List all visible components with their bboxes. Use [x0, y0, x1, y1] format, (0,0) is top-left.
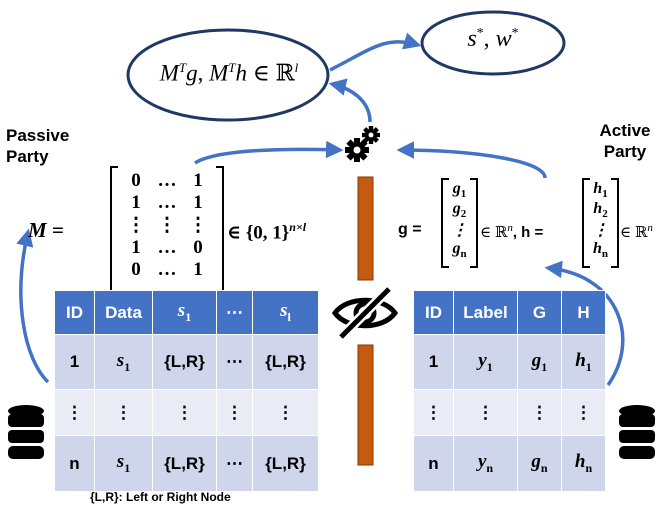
table-cell: hn [561, 435, 606, 492]
gears-icon [345, 126, 380, 162]
table-cell: ⋯ [216, 435, 253, 492]
arrow-active-table-to-vectors [544, 260, 625, 387]
table-cell: ⋮ [216, 389, 253, 436]
vector-h: h1 h2 ⋮ hn [582, 178, 619, 268]
table-row: ⋮ ⋮ ⋮ ⋮ ⋮ [54, 389, 319, 436]
divider-bar-bottom [357, 344, 374, 466]
table-cell: ⋮ [54, 389, 95, 436]
table-cell: ⋮ [561, 389, 606, 436]
table-row: ⋮ ⋮ ⋮ ⋮ [413, 389, 606, 436]
table-cell: 1 [413, 334, 454, 390]
aggregate-text: MTg, MTh ∈ ℝl [159, 60, 299, 86]
table-cell: s1 [94, 334, 153, 390]
table-cell: g1 [517, 334, 562, 390]
table-cell: gn [517, 435, 562, 492]
arrow-active-to-gears [396, 141, 547, 179]
aggregate-ellipse [126, 28, 330, 122]
table-row: n yn gn hn [413, 435, 606, 492]
vector-g-lhs: g = [398, 221, 422, 238]
vector-g-membership: ∈ ℝn, h = [480, 222, 544, 241]
footnote: {L,R}: Left or Right Node [90, 490, 231, 504]
table-cell: ⋮ [94, 389, 153, 436]
database-icon [8, 405, 44, 459]
table-cell: ⋮ [252, 389, 319, 436]
table-cell: h1 [561, 334, 606, 390]
database-icon [619, 405, 655, 459]
matrix-m-membership: ∈ {0, 1}n×l [227, 220, 307, 244]
table-cell: {L,R} [252, 334, 319, 390]
table-cell: n [413, 435, 454, 492]
arrow-gears-to-aggregate [328, 78, 372, 123]
table-cell: {L,R} [252, 435, 319, 492]
table-header: Label [453, 290, 518, 335]
table-cell: 1 [54, 334, 95, 390]
matrix-m: 0…1 1…1 ⋮⋮⋮ 1…0 0…1 [110, 166, 224, 296]
table-header: G [517, 290, 562, 335]
result-text: s*, w* [467, 26, 519, 52]
table-cell: {L,R} [152, 435, 217, 492]
table-cell: ⋮ [413, 389, 454, 436]
table-cell: n [54, 435, 95, 492]
vector-h-membership: ∈ ℝn [620, 222, 653, 241]
table-header: s1 [152, 290, 217, 335]
matrix-m-lhs: M = [28, 218, 64, 242]
active-party-label: Active Party [599, 121, 651, 161]
table-cell: ⋮ [517, 389, 562, 436]
passive-party-label: Passive Party [6, 126, 70, 166]
table-row: 1 y1 g1 h1 [413, 334, 606, 390]
active-table: ID Label G H 1 y1 g1 h1 ⋮ ⋮ ⋮ ⋮ n yn gn … [413, 290, 606, 492]
table-header: H [561, 290, 606, 335]
result-ellipse [420, 10, 566, 76]
table-cell: y1 [453, 334, 518, 390]
arrow-passive-to-gears [194, 140, 344, 165]
table-cell: ⋯ [216, 334, 253, 390]
table-header: ID [54, 290, 95, 335]
table-row: n s1 {L,R} ⋯ {L,R} [54, 435, 319, 492]
table-row: 1 s1 {L,R} ⋯ {L,R} [54, 334, 319, 390]
table-cell: ⋮ [453, 389, 518, 436]
table-cell: ⋮ [152, 389, 217, 436]
table-header: Data [94, 290, 153, 335]
passive-table: ID Data s1 ⋯ sl 1 s1 {L,R} ⋯ {L,R} ⋮ ⋮ ⋮… [54, 290, 319, 492]
table-header: sl [252, 290, 319, 335]
divider-bar-top [357, 176, 374, 281]
arrow-aggregate-to-result [329, 32, 422, 72]
eye-slash-icon [331, 287, 399, 339]
arrow-passive-table-to-matrix [16, 228, 50, 384]
table-cell: {L,R} [152, 334, 217, 390]
table-header: ⋯ [216, 290, 253, 335]
table-cell: s1 [94, 435, 153, 492]
table-header: ID [413, 290, 454, 335]
vector-g: g1 g2 ⋮ gn [441, 178, 478, 268]
table-cell: yn [453, 435, 518, 492]
